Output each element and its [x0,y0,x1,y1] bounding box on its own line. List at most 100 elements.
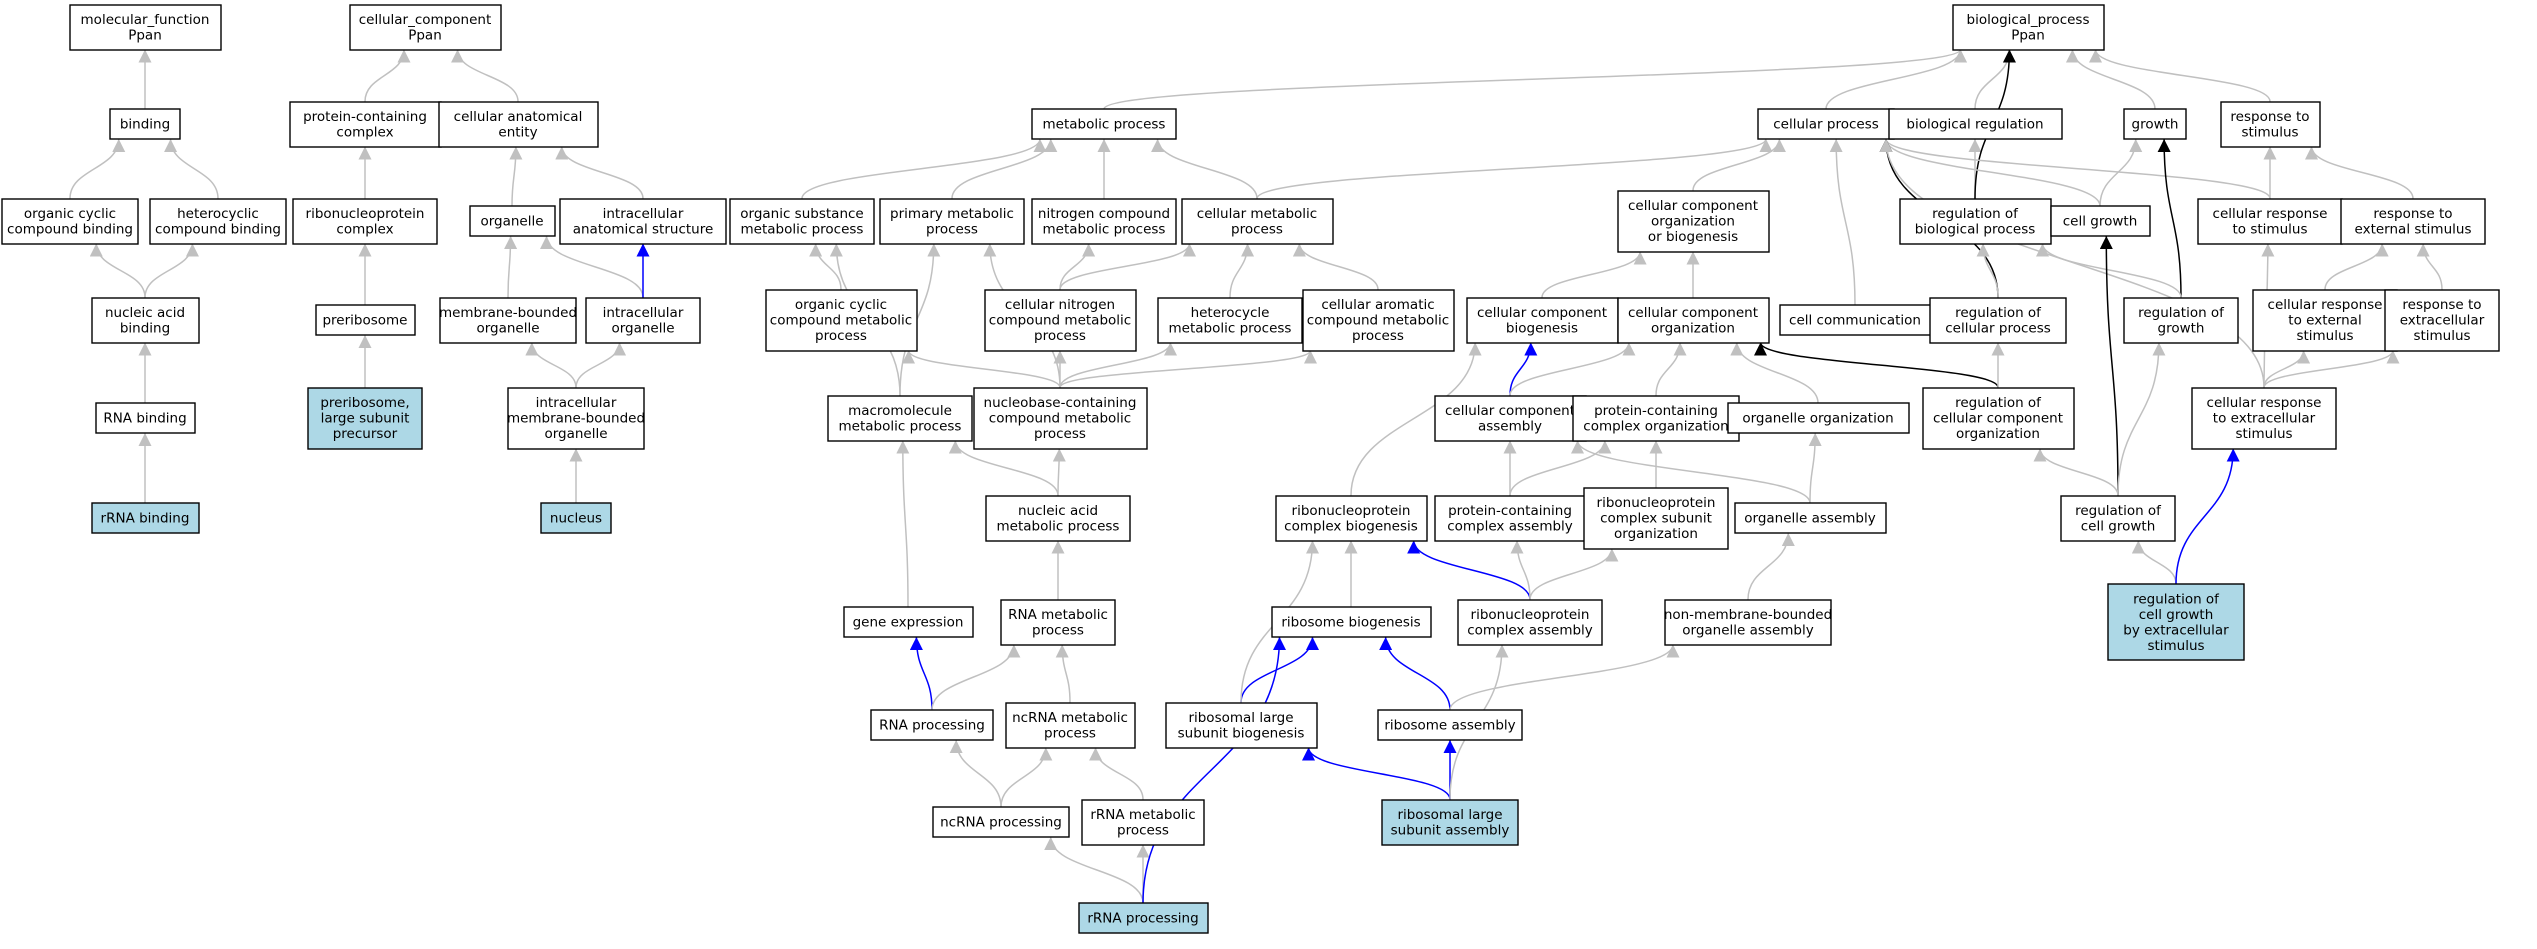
term-box[interactable] [1005,702,1136,749]
term-box[interactable] [1302,289,1455,352]
term-box[interactable] [1664,599,1832,646]
go-term-metab-proc[interactable]: metabolic process [1031,108,1177,140]
term-box[interactable] [1031,108,1177,140]
go-term-nucleus[interactable]: nucleus [540,502,612,534]
go-term-ribo-assembly[interactable]: ribosome assembly [1377,709,1523,741]
term-box[interactable] [2197,198,2343,245]
go-term-growth[interactable]: growth [2123,108,2187,140]
go-term-bio-reg[interactable]: biological regulation [1888,108,2063,140]
term-box[interactable] [2123,297,2239,344]
term-box[interactable] [1434,395,1587,442]
term-box[interactable] [1922,387,2075,450]
term-box[interactable] [2060,495,2176,542]
term-box[interactable] [765,289,918,352]
term-box[interactable] [95,402,196,434]
term-box[interactable] [1031,198,1177,245]
term-box[interactable] [973,387,1148,450]
term-box[interactable] [438,101,599,148]
term-box[interactable] [540,502,612,534]
go-term-cell-proc[interactable]: cellular process [1757,108,1895,140]
go-term-gene-expr[interactable]: gene expression [843,606,974,638]
term-box[interactable] [91,502,200,534]
term-box[interactable] [1377,709,1523,741]
term-box[interactable] [1000,599,1116,646]
term-box[interactable] [984,289,1137,352]
term-box[interactable] [91,297,200,344]
term-box[interactable] [315,304,416,336]
term-box[interactable] [2252,289,2398,352]
term-box[interactable] [1757,108,1895,140]
term-box[interactable] [932,806,1070,838]
go-term-preribosome[interactable]: preribosome [315,304,416,336]
term-box[interactable] [1572,395,1740,442]
go-term-organelle-org[interactable]: organelle organization [1727,402,1910,434]
term-box[interactable] [439,297,577,344]
go-term-organelle-assembly[interactable]: organelle assembly [1734,502,1887,534]
term-box[interactable] [1081,799,1205,846]
term-box[interactable] [292,198,438,245]
term-box[interactable] [1078,902,1209,934]
term-box[interactable] [2340,198,2486,245]
term-box[interactable] [349,4,502,51]
go-term-ncrna-proc[interactable]: ncRNA processing [932,806,1070,838]
go-term-rna-proc[interactable]: RNA processing [870,709,994,741]
term-box[interactable] [2191,387,2337,450]
term-box[interactable] [307,387,423,450]
term-box[interactable] [1899,198,2052,245]
term-box[interactable] [2123,108,2187,140]
term-box[interactable] [1271,606,1432,638]
term-box[interactable] [1929,297,2067,344]
go-term-ribo-biog[interactable]: ribosome biogenesis [1271,606,1432,638]
term-box[interactable] [1727,402,1910,434]
term-box[interactable] [469,205,556,237]
go-term-cell-growth[interactable]: cell growth [2050,205,2151,237]
term-box[interactable] [1617,297,1770,344]
term-box[interactable] [1617,190,1770,253]
term-box[interactable] [1181,198,1334,245]
term-box[interactable] [1275,495,1428,542]
term-box[interactable] [1734,502,1887,534]
term-box[interactable] [1457,599,1603,646]
term-box[interactable] [1888,108,2063,140]
term-box[interactable] [870,709,994,741]
term-box[interactable] [1381,799,1519,846]
term-box[interactable] [149,198,287,245]
term-box[interactable] [729,198,875,245]
term-box[interactable] [2220,101,2321,148]
term-box[interactable] [559,198,727,245]
term-box[interactable] [827,395,973,442]
